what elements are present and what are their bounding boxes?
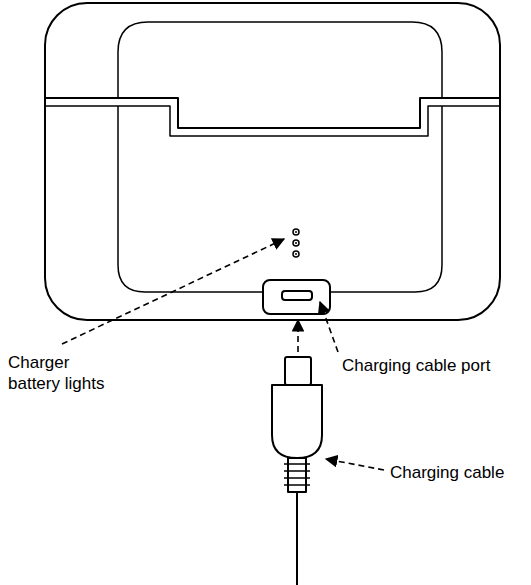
battery-lights [293, 229, 299, 257]
callout-label: Charging cable port [340, 355, 492, 376]
insert-arrow [297, 320, 299, 352]
charging-port [263, 280, 330, 314]
leader-line [62, 239, 284, 344]
lid-seam [46, 98, 499, 128]
leader-line [320, 302, 338, 352]
leader-line [326, 459, 384, 470]
lid-seam-lower [46, 106, 499, 136]
base-inner-outline [118, 106, 442, 292]
lid-inner-outline [118, 22, 442, 98]
callout-label: Charging cable [388, 462, 506, 483]
callout-label: Charger battery lights [6, 352, 128, 394]
charging-cable [272, 357, 322, 585]
port-slot [282, 291, 312, 300]
case-outline [45, 3, 500, 320]
